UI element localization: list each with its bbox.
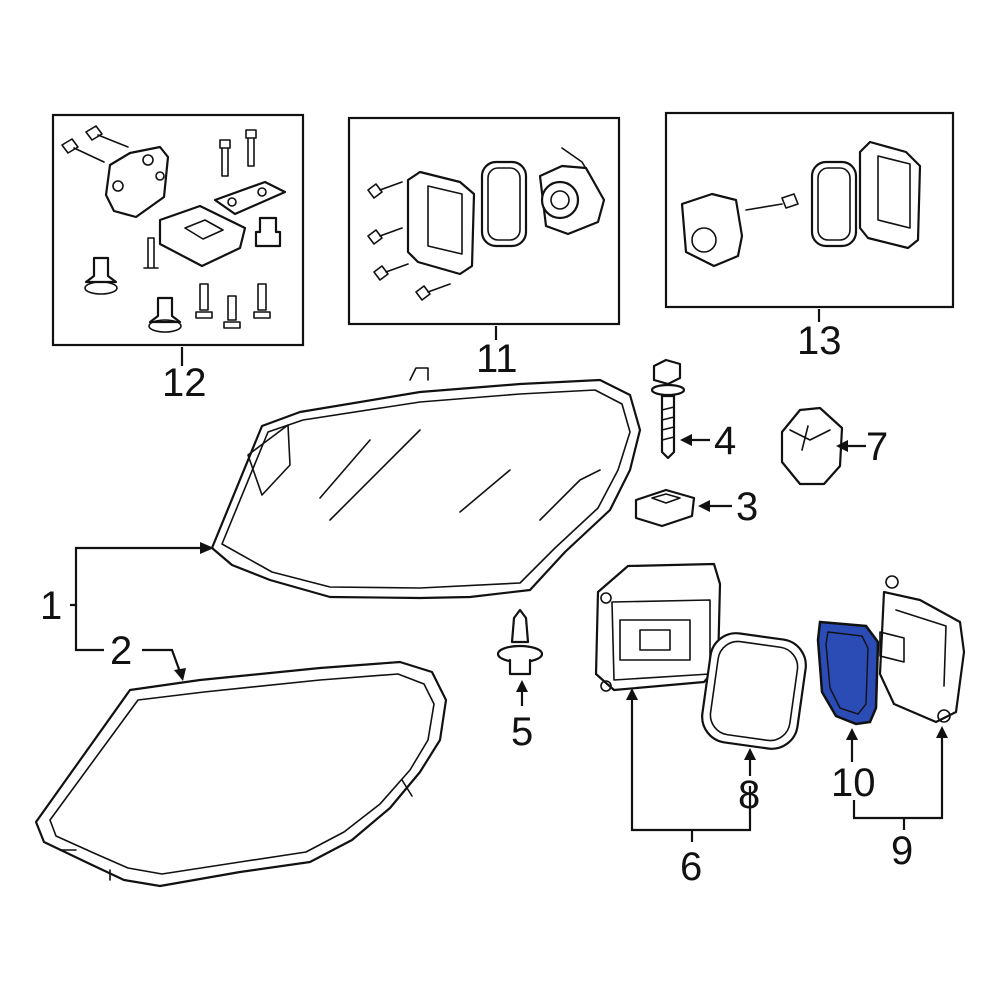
leader-lines [70, 309, 948, 842]
callout-9: 9 [891, 829, 913, 873]
callout-1: 1 [40, 584, 62, 628]
mounting-hardware-12 [61, 125, 287, 333]
callout-7: 7 [866, 425, 888, 469]
igniter-cap [780, 406, 844, 486]
control-unit-kit-13 [680, 140, 922, 268]
ballast-module [878, 575, 966, 724]
headlamp-lens [34, 660, 448, 888]
callout-12: 12 [162, 361, 207, 405]
lamp-module-kit-11 [367, 147, 606, 301]
callout-11: 11 [476, 337, 518, 381]
clip-nut [634, 488, 696, 528]
control-unit-housing [594, 562, 722, 692]
gasket [701, 632, 807, 750]
callout-2: 2 [110, 629, 132, 673]
callout-8: 8 [738, 773, 760, 817]
mounting-bolt [650, 358, 686, 460]
kit-box-11 [347, 116, 621, 326]
callout-5: 5 [511, 710, 533, 754]
push-pin-clip [496, 608, 544, 676]
callout-6: 6 [680, 845, 702, 889]
callout-3: 3 [736, 485, 758, 529]
callout-10: 10 [831, 761, 876, 805]
headlamp-assembly [210, 367, 642, 600]
callout-labels: 12 11 13 4 7 3 1 2 5 8 10 9 6 [40, 319, 913, 889]
kit-box-13 [664, 111, 955, 309]
kit-box-12 [51, 113, 305, 347]
highlighted-seal [816, 620, 880, 726]
callout-13: 13 [797, 319, 842, 363]
callout-4: 4 [714, 419, 736, 463]
